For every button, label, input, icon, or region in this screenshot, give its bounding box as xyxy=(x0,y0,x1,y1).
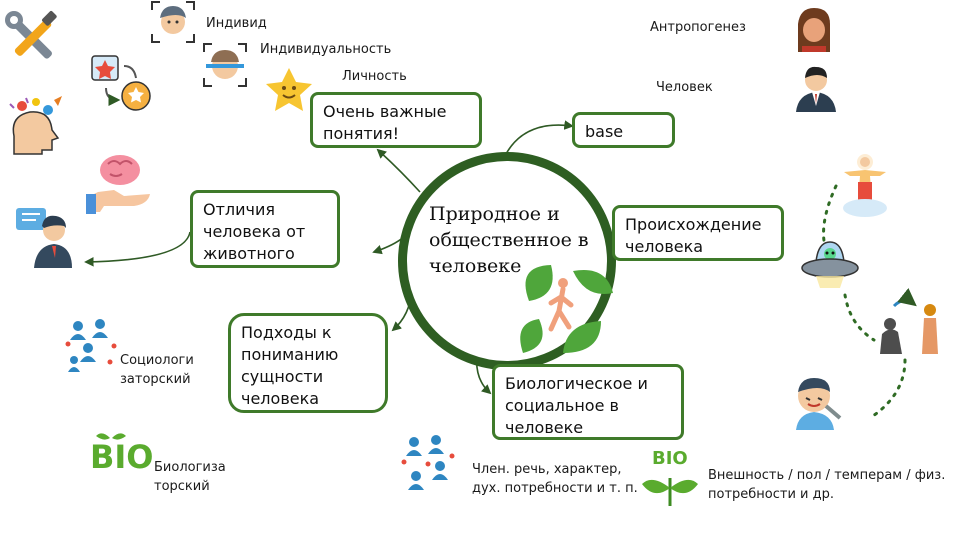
human-label: Человек xyxy=(656,80,713,95)
approaches-text: Подходы к пониманию сущности человека xyxy=(241,323,339,408)
bio-social-box[interactable]: Биологическое и социальное в человеке xyxy=(492,364,684,440)
star-smiley-icon xyxy=(266,68,312,111)
bio-logo-text: BIO xyxy=(90,438,154,476)
social-traits-label: Член. речь, характер, дух. потребности и… xyxy=(472,462,638,496)
anthropogenesis-label: Антропогенез xyxy=(650,20,746,35)
deity-on-cloud-icon xyxy=(843,154,887,217)
people-network-icon xyxy=(65,319,117,372)
brain-in-hand-icon xyxy=(86,155,150,214)
bio-logo-icon: BIO xyxy=(88,432,154,476)
evolution-icon xyxy=(880,287,938,354)
central-topic[interactable]: Природное и общественное в человеке xyxy=(398,152,616,370)
differences-box[interactable]: Отличия человека от животного xyxy=(190,190,340,268)
important-concepts-text: Очень важные понятия! xyxy=(323,102,447,143)
base-box[interactable]: base xyxy=(572,112,675,148)
tools-icon xyxy=(5,11,57,59)
origin-text: Происхождение человека xyxy=(625,215,762,256)
face-scan-icon xyxy=(203,43,247,87)
bio-social-text: Биологическое и социальное в человеке xyxy=(505,374,648,437)
crying-child-icon xyxy=(796,378,842,430)
individ-label: Индивид xyxy=(206,16,267,31)
differences-text: Отличия человека от животного xyxy=(203,200,306,263)
bio-sprout-text: BIO xyxy=(652,448,688,469)
man-icon xyxy=(796,66,836,112)
individ-face-icon xyxy=(151,1,195,43)
creative-head-icon xyxy=(9,96,62,155)
individuality-label: Индивидуальность xyxy=(260,42,392,57)
arrow-to-base xyxy=(505,120,574,155)
dotted-evolution-curve xyxy=(822,184,907,420)
bio-sprout-icon: BIO xyxy=(642,448,698,506)
approaches-box[interactable]: Подходы к пониманию сущности человека xyxy=(228,313,388,413)
personality-label: Личность xyxy=(342,69,407,84)
origin-box[interactable]: Происхождение человека xyxy=(612,205,784,261)
people-network-icon-2 xyxy=(401,435,455,490)
personality-swap-icon xyxy=(91,55,151,114)
central-topic-title: Природное и общественное в человеке xyxy=(429,203,589,277)
ufo-icon xyxy=(801,241,859,288)
leaves-figure-icon xyxy=(520,265,613,353)
arrow-differences-to-left xyxy=(84,231,191,267)
arrow-to-important xyxy=(376,148,421,193)
base-text: base xyxy=(585,122,624,141)
important-concepts-box[interactable]: Очень важные понятия! xyxy=(310,92,482,148)
biologizator-label: Биологиза торский xyxy=(154,460,226,494)
bio-traits-label: Внешность / пол / темперам / физ. потреб… xyxy=(708,468,946,502)
caveman-icon xyxy=(798,8,830,52)
speaking-person-icon xyxy=(16,208,72,268)
sociologizator-label: Социологи заторский xyxy=(120,353,194,387)
